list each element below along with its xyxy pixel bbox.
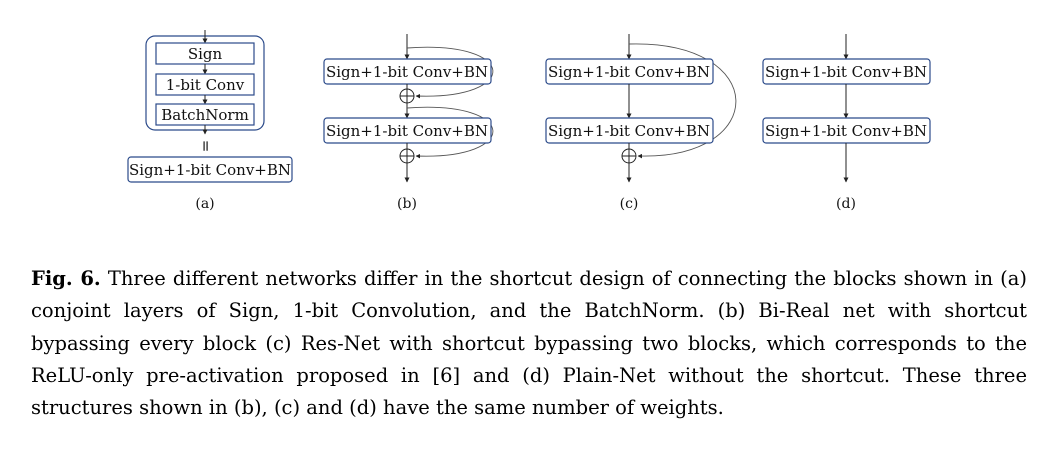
figure-diagram: Sign 1-bit Conv BatchNorm = Sign+1-bit C… bbox=[127, 30, 931, 212]
panel-d-label: (d) bbox=[836, 196, 856, 212]
combined-block-box bbox=[127, 156, 293, 183]
panel-d: Sign+1-bit Conv+BN Sign+1-bit Conv+BN (d… bbox=[762, 34, 931, 212]
equals-sign: = bbox=[197, 140, 215, 153]
panel-c-label: (c) bbox=[620, 196, 639, 212]
b-block-2-label: Sign+1-bit Conv+BN bbox=[326, 122, 488, 140]
caption-text: Three different networks differ in the s… bbox=[31, 267, 1027, 420]
d-block-1-label: Sign+1-bit Conv+BN bbox=[765, 63, 927, 81]
d-block-2-label: Sign+1-bit Conv+BN bbox=[765, 122, 927, 140]
shortcut-b-2 bbox=[406, 106, 494, 159]
sign-layer-label: Sign bbox=[188, 45, 223, 63]
panel-c: Sign+1-bit Conv+BN Sign+1-bit Conv+BN (c… bbox=[545, 34, 737, 212]
figure-caption: Fig. 6. Three different networks differ … bbox=[31, 263, 1027, 424]
combined-block-label: Sign+1-bit Conv+BN bbox=[129, 161, 291, 179]
panel-b-label: (b) bbox=[397, 196, 417, 212]
shortcut-c bbox=[628, 43, 737, 159]
shortcut-b-1 bbox=[406, 46, 494, 99]
caption-prefix: Fig. 6. bbox=[31, 267, 101, 290]
panel-a: Sign 1-bit Conv BatchNorm = Sign+1-bit C… bbox=[127, 30, 293, 212]
panel-b: Sign+1-bit Conv+BN Sign+1-bit Conv+BN (b… bbox=[323, 34, 494, 212]
b-block-1-label: Sign+1-bit Conv+BN bbox=[326, 63, 488, 81]
panel-a-label: (a) bbox=[195, 196, 214, 212]
c-block-2-label: Sign+1-bit Conv+BN bbox=[548, 122, 710, 140]
conv-layer-label: 1-bit Conv bbox=[166, 76, 245, 94]
c-block-1-label: Sign+1-bit Conv+BN bbox=[548, 63, 710, 81]
batchnorm-layer-label: BatchNorm bbox=[161, 106, 249, 124]
